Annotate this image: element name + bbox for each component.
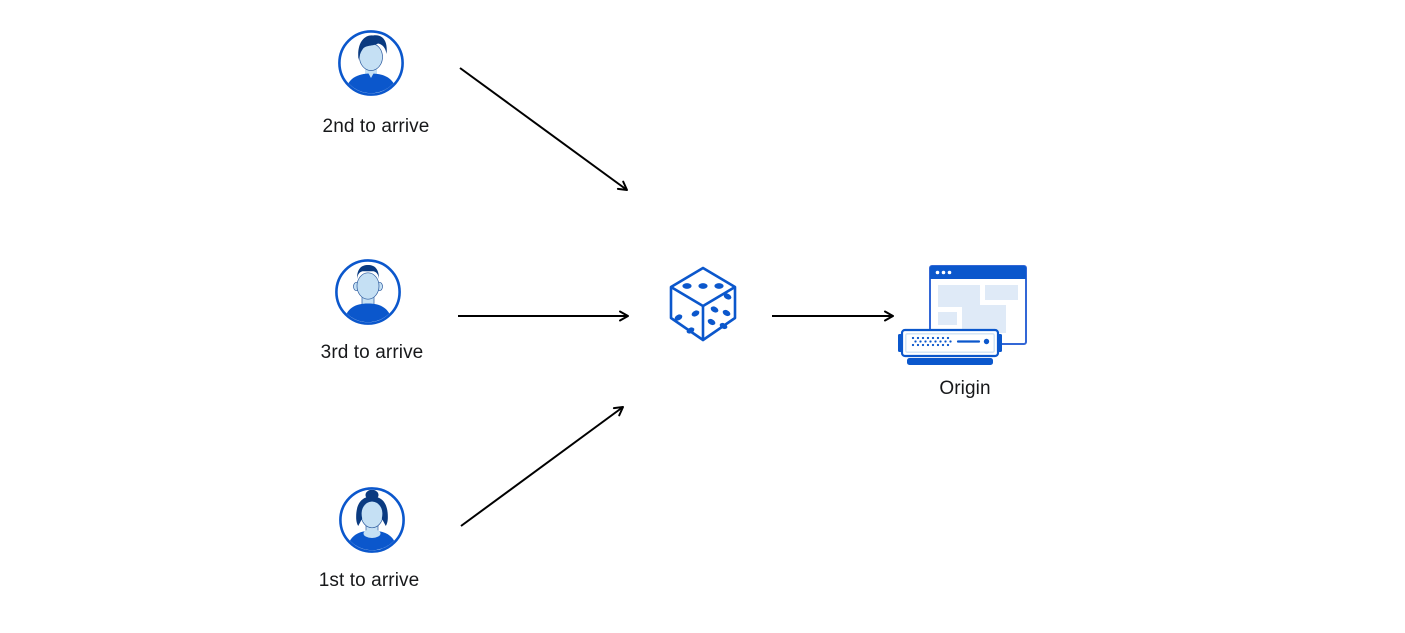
server-dot-grid — [911, 336, 952, 347]
avatar-woman-bun-icon — [339, 487, 405, 553]
dice-pips — [674, 283, 732, 334]
origin-server-browser-icon — [898, 265, 1027, 365]
label-visitor-first: 1st to arrive — [318, 570, 420, 591]
label-origin: Origin — [939, 378, 991, 399]
dice-icon — [669, 266, 737, 342]
avatar-man-short-hair-icon — [335, 259, 401, 325]
label-visitor-second: 2nd to arrive — [322, 116, 430, 137]
arrow-visitor2-to-dice — [459, 67, 628, 191]
arrow-visitor1-to-dice — [460, 406, 624, 527]
avatar-man-swoop-hair-icon — [338, 30, 404, 96]
label-visitor-third: 3rd to arrive — [320, 342, 424, 363]
browser-content-blocks — [938, 285, 1018, 333]
server-appliance — [898, 328, 1002, 365]
